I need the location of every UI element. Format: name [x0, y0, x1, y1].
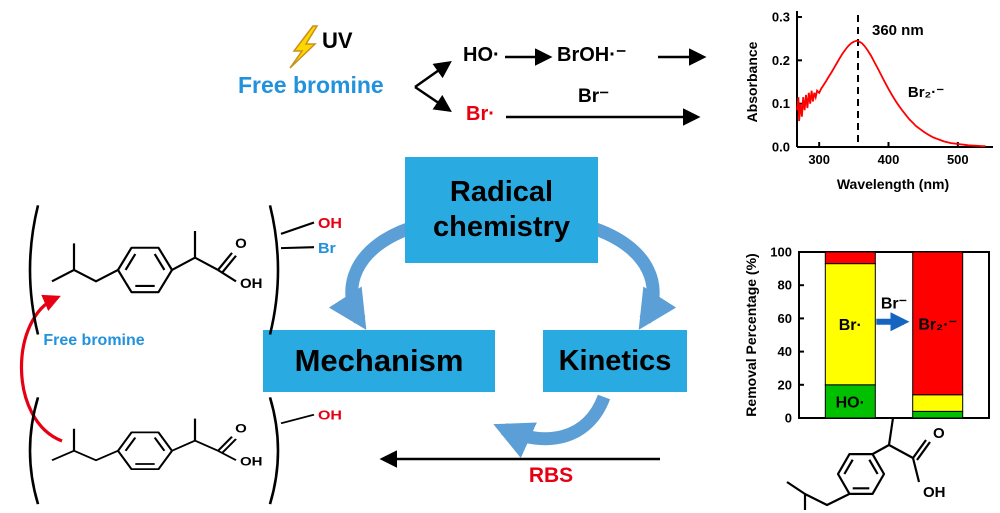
hydroxyl-product-label: OH: [318, 409, 342, 423]
svg-text:0.3: 0.3: [772, 10, 790, 25]
carbonyl-o-label: O: [235, 422, 247, 435]
carboxyl-oh-label: OH: [240, 276, 262, 292]
svg-text:60: 60: [778, 311, 792, 326]
carboxyl-oh-label: OH: [923, 484, 946, 501]
svg-text:40: 40: [778, 344, 792, 359]
radical-chemistry-box: Radical chemistry: [405, 157, 598, 263]
svg-text:100: 100: [770, 245, 792, 260]
svg-text:300: 300: [808, 152, 830, 167]
lightning-bolt-icon: [289, 25, 319, 69]
bromide-ion-label: Br⁻: [578, 86, 610, 107]
ibuprofen-skeleton: [28, 397, 315, 505]
svg-text:80: 80: [778, 278, 792, 293]
free-bromine-label: Free bromine: [238, 72, 384, 98]
radical-to-mechanism-arrow: [328, 218, 422, 330]
hydroxyl-product-label: OH: [318, 216, 342, 233]
broh-radical-anion-label: BrOH·⁻: [557, 44, 627, 66]
hydroxylated-product-structure: O OH OH: [28, 397, 342, 505]
absorbance-spectrum-chart: 0.0 0.1 0.2 0.3 300 400 500 360 nm Br₂·⁻ Waveleng…: [744, 10, 993, 192]
y-axis-label: Removal Percentage (%): [743, 253, 759, 416]
x-axis-label: Wavelength (nm): [837, 176, 949, 192]
radical-to-kinetics-arrow: [581, 218, 677, 330]
bar-segment-label: Br₂·⁻: [918, 316, 957, 333]
free-bromine-regeneration-arrow: [19, 294, 63, 443]
mechanism-box: Mechanism: [263, 330, 495, 392]
ibuprofen-structure: O OH: [786, 417, 946, 510]
svg-text:0.2: 0.2: [772, 53, 790, 68]
y-axis-label: Absorbance: [744, 41, 760, 122]
oxidation-products-structure: O OH OH Br: [28, 205, 342, 335]
branch-to-ho-arrow: [414, 60, 452, 89]
free-bromine-cycle-label: Free bromine: [43, 332, 145, 349]
kinetics-box: Kinetics: [543, 330, 687, 392]
hydroxyl-radical-label: HO·: [463, 44, 500, 66]
bromo-product-label: Br: [318, 240, 336, 257]
bar-segment-label: Br·: [839, 317, 862, 334]
carbonyl-o-label: O: [933, 425, 945, 442]
bromide-arrow-label: Br⁻: [881, 296, 907, 313]
svg-text:0.0: 0.0: [772, 140, 790, 155]
svg-text:0: 0: [785, 411, 792, 425]
rbs-label: RBS: [528, 464, 574, 487]
svg-text:500: 500: [947, 152, 969, 167]
peak-wavelength-annotation: 360 nm: [872, 22, 924, 39]
svg-text:0.1: 0.1: [772, 96, 790, 111]
uv-label: UV: [322, 28, 353, 53]
bar-segment-label: HO·: [836, 394, 865, 411]
kinetics-to-mechanism-arrow: [493, 394, 611, 459]
species-annotation: Br₂·⁻: [908, 84, 944, 101]
ibuprofen-skeleton: [28, 205, 315, 335]
bromine-radical-label: Br·: [466, 103, 495, 125]
svg-text:400: 400: [878, 152, 900, 167]
ibuprofen-skeleton: [786, 417, 931, 510]
branch-to-br-arrow: [414, 85, 452, 112]
carbonyl-o-label: O: [235, 236, 247, 252]
svg-text:20: 20: [778, 377, 792, 392]
carboxyl-oh-label: OH: [240, 455, 262, 468]
